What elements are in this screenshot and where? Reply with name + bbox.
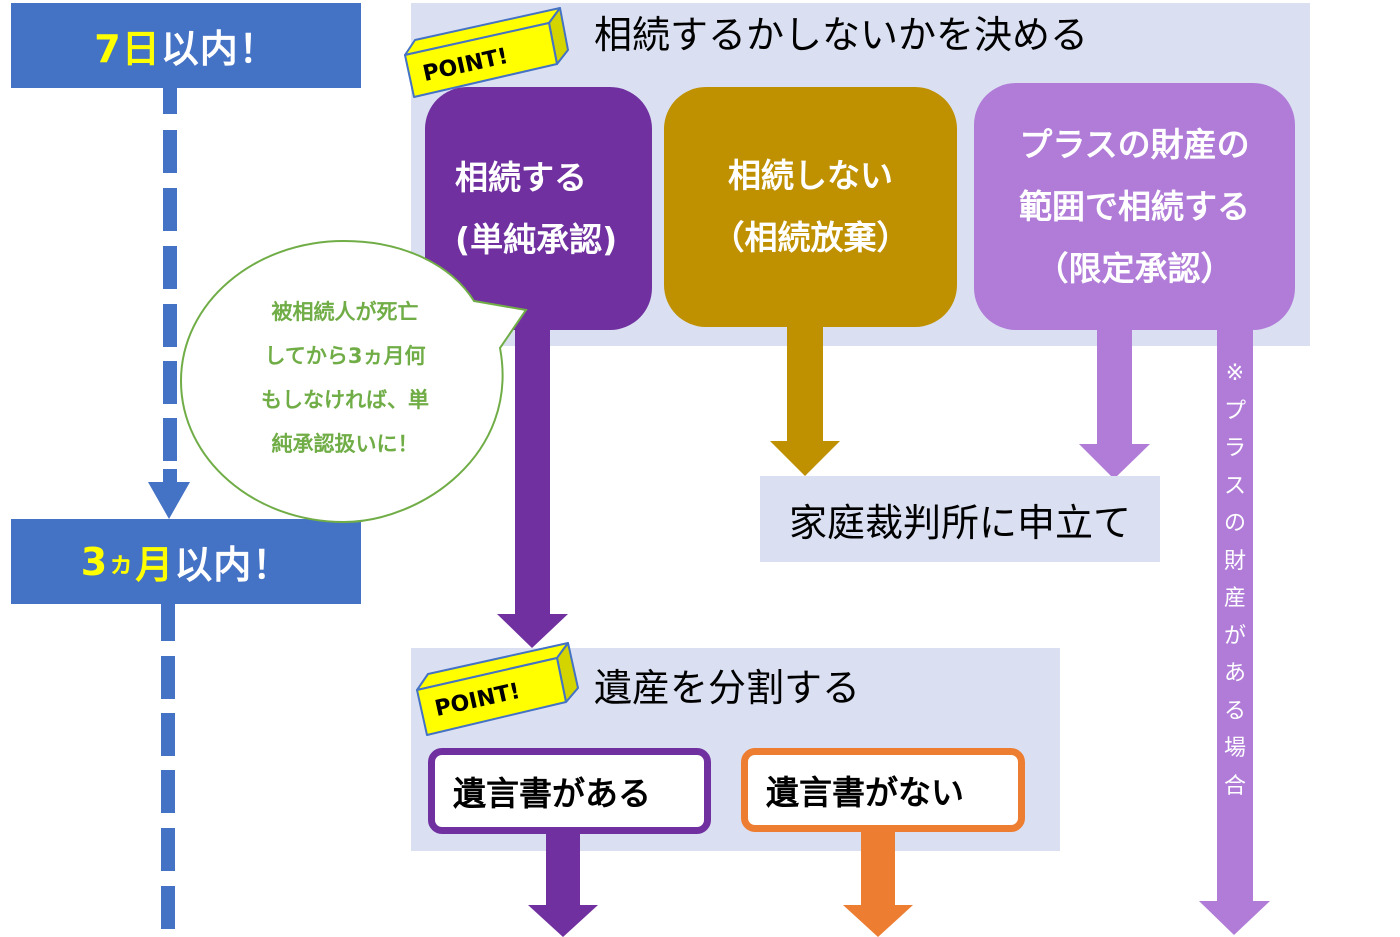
- arrow-with-will: [528, 830, 598, 937]
- deadline-3-months-number: 3: [80, 539, 109, 584]
- option-simple-acceptance-line-1: 相続する: [455, 157, 587, 197]
- note-char: が: [1223, 623, 1246, 649]
- timeline-dashes-upper: [163, 88, 177, 483]
- arrow-limited-to-court: [1079, 320, 1150, 479]
- option-with-will: 遺言書がある: [428, 748, 711, 834]
- deadline-7-days: 7日以内！: [11, 3, 361, 88]
- arrow-limited-note: [1199, 320, 1270, 935]
- timeline-dashes-lower: [161, 604, 175, 929]
- deadline-7-days-highlight: 7日: [94, 27, 161, 71]
- deadline-3-months-rest: 以内！: [174, 543, 292, 587]
- option-renunciation-line-1: 相続しない: [728, 156, 893, 195]
- option-limited-acceptance-line-3: （限定承認）: [1035, 248, 1234, 288]
- option-without-will-label: 遺言書がない: [766, 773, 964, 812]
- court-petition-step: 家庭裁判所に申立て: [760, 476, 1160, 562]
- option-renunciation-line-2: （相続放棄）: [711, 218, 910, 257]
- speech-bubble-line-4: 純承認扱いに！: [271, 432, 419, 456]
- note-char: る: [1223, 698, 1246, 724]
- speech-bubble-line-3: もしなければ、単: [261, 388, 429, 412]
- note-char: 場: [1223, 736, 1246, 761]
- point-badge-icon-2: [416, 642, 579, 736]
- note-char: ス: [1223, 473, 1246, 499]
- deadline-3-months-unit: 月: [135, 543, 175, 587]
- option-limited-acceptance: プラスの財産の 範囲で相続する （限定承認）: [974, 83, 1295, 330]
- speech-bubble-line-2: してから3ヵ月何: [264, 344, 426, 368]
- speech-bubble-text: 被相続人が死亡 してから3ヵ月何 もしなければ、単 純承認扱いに！: [230, 290, 460, 466]
- option-simple-acceptance-line-2: (単純承認): [455, 219, 618, 259]
- arrow-simple-to-division: [497, 320, 568, 648]
- point-badge-icon-1: [404, 7, 569, 98]
- arrow-renunciation-to-court: [770, 320, 840, 476]
- note-char: 財: [1223, 548, 1246, 574]
- option-without-will: 遺言書がない: [741, 748, 1025, 832]
- note-char: ラ: [1223, 436, 1246, 461]
- court-petition-label: 家庭裁判所に申立て: [788, 500, 1131, 545]
- option-renunciation: 相続しない （相続放棄）: [664, 87, 957, 327]
- deadline-3-months-counter: ヵ: [108, 549, 136, 579]
- note-char: ※: [1225, 361, 1245, 386]
- note-char: プ: [1223, 398, 1246, 424]
- timeline-arrowhead: [148, 482, 190, 519]
- note-char: 産: [1223, 586, 1246, 611]
- note-char: の: [1223, 511, 1246, 536]
- note-char: 合: [1223, 773, 1246, 799]
- note-char: あ: [1223, 661, 1246, 686]
- decision-section-title: 相続するかしないかを決める: [594, 13, 1089, 57]
- division-section-title: 遺産を分割する: [594, 666, 861, 710]
- limited-note-vertical-text: ※ プ ラ ス の 財 産 が あ る 場 合: [1217, 355, 1253, 805]
- option-simple-acceptance: 相続する (単純承認): [425, 87, 652, 330]
- deadline-7-days-rest: 以内！: [160, 27, 278, 71]
- speech-bubble-line-1: 被相続人が死亡: [271, 300, 419, 324]
- arrow-without-will: [843, 830, 913, 937]
- option-limited-acceptance-line-2: 範囲で相続する: [1019, 186, 1250, 226]
- option-with-will-label: 遺言書がある: [453, 774, 651, 813]
- option-limited-acceptance-line-1: プラスの財産の: [1019, 124, 1250, 164]
